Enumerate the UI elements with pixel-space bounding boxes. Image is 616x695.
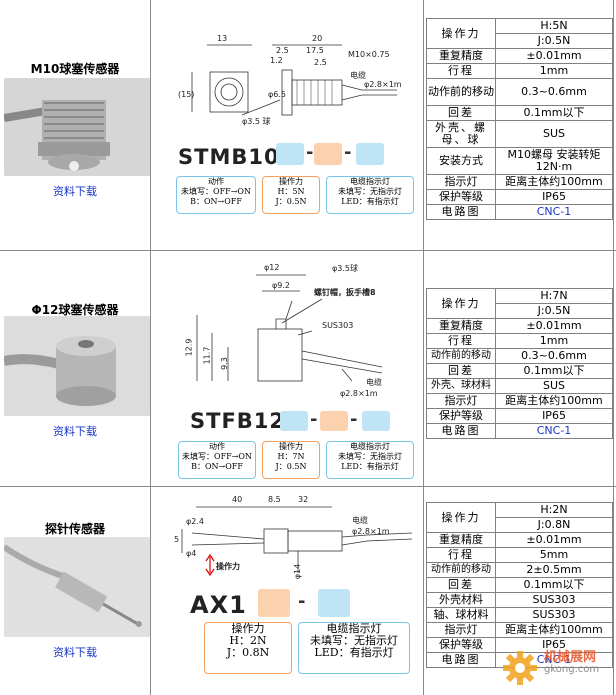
separator: -: [344, 142, 352, 163]
sensor-photo: [4, 537, 150, 637]
dimension-label: 11.7: [202, 346, 212, 365]
code-box-blue: [362, 411, 390, 431]
legend-force: 操作力 H：5N J：0.5N: [262, 176, 320, 214]
dimension-label: 13: [217, 34, 228, 43]
dimension-label: φ6.5: [268, 90, 286, 99]
legend-action: 动作 未填写：OFF→ON B：ON→OFF: [176, 176, 256, 214]
legend-action: 动作 未填写：OFF→ON B：ON→OFF: [178, 441, 256, 479]
dimension-label: 电缆: [366, 378, 382, 387]
dimension-label: 2.5: [276, 46, 289, 55]
legend-cable: 电缆指示灯 未填写：无指示灯 LED：有指示灯: [326, 176, 414, 214]
dimension-label: φ14: [293, 563, 303, 580]
download-link[interactable]: 资料下载: [53, 425, 97, 438]
dimension-label: φ2.8×1m: [364, 80, 402, 89]
sensor-row-m10: M10球塞传感器 资料下载: [0, 0, 616, 250]
technical-drawing: [196, 274, 383, 382]
technical-drawing: [181, 506, 413, 577]
dimension-label: M10×0.75: [348, 50, 390, 59]
dimension-drawing: φ12 φ9.2 φ3.5球 螺钉帽，扳手槽8 SUS303 12.9 11.7…: [152, 261, 422, 401]
code-box-orange: [314, 143, 342, 165]
code-box-blue: [318, 589, 350, 617]
model-code: STFB12: [190, 409, 286, 433]
code-box-orange: [258, 589, 290, 617]
row-divider: [0, 486, 616, 487]
legend-cable: 电缆指示灯 未填写：无指示灯 LED：有指示灯: [326, 441, 414, 479]
row-divider: [0, 250, 616, 251]
download-link[interactable]: 资料下载: [53, 185, 97, 198]
dimension-label: 20: [312, 34, 323, 43]
gear-icon: [503, 651, 537, 685]
legend-cable: 电缆指示灯 未填写：无指示灯 LED：有指示灯: [298, 622, 410, 674]
code-box-orange: [320, 411, 348, 431]
download-link[interactable]: 资料下载: [53, 646, 97, 659]
dimension-label: φ2.8×1m: [340, 389, 378, 398]
separator: -: [310, 409, 318, 430]
model-code: AX1: [190, 591, 247, 619]
dimension-label: 17.5: [306, 46, 324, 55]
dimension-label: φ3.5球: [332, 264, 358, 273]
dimension-label: 5: [174, 535, 180, 544]
technical-drawing: [191, 44, 397, 116]
separator: -: [350, 409, 358, 430]
column-divider: [613, 0, 614, 695]
dimension-label: 9.3: [219, 357, 229, 370]
sensor-photo: [4, 316, 150, 416]
dimension-label: (15): [178, 90, 195, 99]
dimension-label: φ3.5 球: [242, 117, 271, 126]
watermark-title: 机械展网: [544, 650, 597, 665]
code-box-blue: [276, 143, 304, 165]
code-box-blue: [280, 411, 308, 431]
sensor-name: M10球塞传感器: [30, 62, 120, 76]
watermark-url: gkong.com: [544, 664, 600, 675]
dimension-label: 螺钉帽，扳手槽8: [314, 288, 376, 297]
dimension-label: 12.9: [184, 338, 194, 357]
site-watermark: 机械展网 gkong.com: [500, 640, 616, 695]
dimension-label: 40: [232, 495, 243, 504]
dimension-label: 电缆: [350, 71, 366, 80]
dimension-drawing: 40 8.5 32 φ2.4 电缆 φ2.8×1m 5 φ4 操作力 φ14: [152, 493, 422, 593]
dimension-label: φ12: [264, 263, 280, 272]
dimension-label: SUS303: [322, 321, 354, 330]
model-code: STMB10: [178, 145, 280, 169]
column-divider: [423, 0, 424, 695]
column-divider: [150, 0, 151, 695]
sensor-photo: [4, 78, 150, 176]
dimension-label: 2.5: [314, 58, 327, 67]
dimension-label: φ2.4: [186, 517, 204, 526]
sensor-name: Φ12球塞传感器: [31, 303, 119, 317]
dimension-label: φ2.8×1m: [352, 527, 390, 536]
dimension-label: 32: [298, 495, 309, 504]
sensor-row-probe: 探针传感器 资料下载 40 8.5 32 φ2.4: [0, 487, 616, 695]
dimension-label: φ9.2: [272, 281, 290, 290]
code-box-blue: [356, 143, 384, 165]
legend-force: 操作力 H：2N J：0.8N: [204, 622, 292, 674]
dimension-drawing: 13 20 2.5 17.5 M10×0.75 1.2 2.5 电缆 φ2.8×…: [152, 30, 422, 160]
legend-force: 操作力 H：7N J：0.5N: [262, 441, 320, 479]
sensor-name: 探针传感器: [44, 522, 105, 536]
dimension-label: 操作力: [216, 562, 240, 571]
separator: -: [298, 591, 306, 612]
dimension-label: 8.5: [268, 495, 281, 504]
dimension-label: 电缆: [352, 516, 368, 525]
sensor-row-phi12: Φ12球塞传感器 资料下载 φ12: [0, 251, 616, 486]
circuit-link[interactable]: CNC-1: [495, 204, 613, 220]
circuit-link[interactable]: CNC-1: [495, 423, 613, 439]
separator: -: [306, 142, 314, 163]
dimension-label: 1.2: [270, 56, 283, 65]
dimension-label: φ4: [186, 549, 197, 558]
